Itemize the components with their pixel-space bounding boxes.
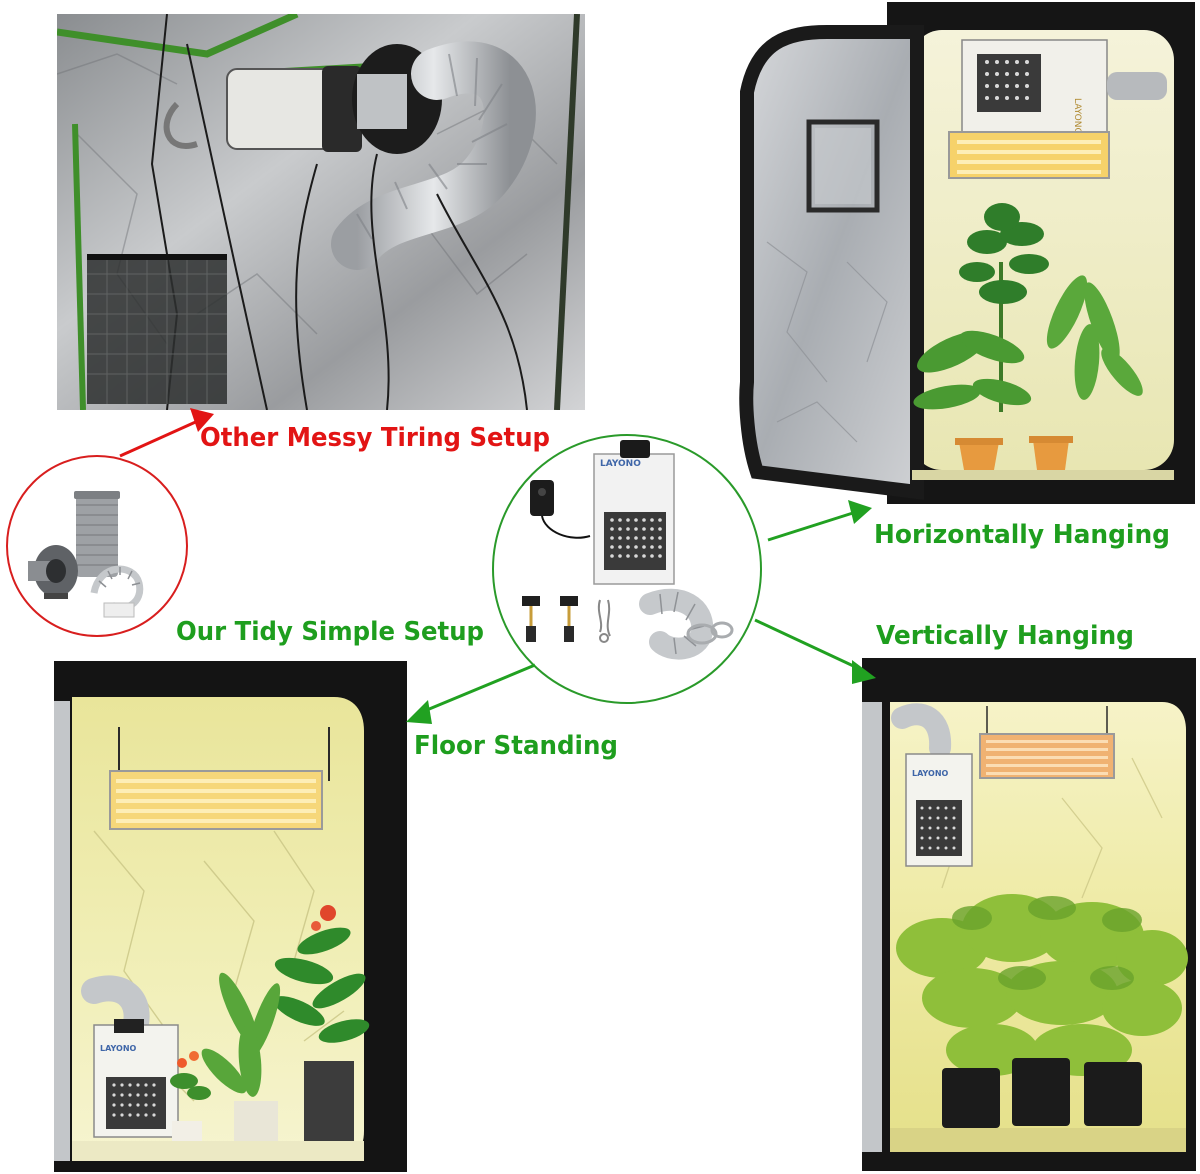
caption-vertically-hanging: Vertically Hanging — [875, 620, 1136, 653]
svg-text:Other Messy Tiring Setup: Other Messy Tiring Setup — [200, 423, 550, 453]
arrow-green-floor — [406, 663, 536, 724]
caption-floor-standing: Floor Standing — [413, 730, 620, 763]
svg-text:Horizontally Hanging: Horizontally Hanging — [874, 520, 1170, 550]
caption-tidy-setup: Our Tidy Simple Setup — [175, 616, 486, 649]
brand-mark: LAYONO — [1072, 98, 1082, 135]
floor-tent-photo: LAYONO — [54, 661, 407, 1172]
svg-text:LAYONO: LAYONO — [600, 459, 641, 469]
horizontal-tent-photo: LAYONO — [737, 2, 1195, 504]
svg-text:LAYONO: LAYONO — [100, 1044, 137, 1053]
messy-setup-photo — [57, 14, 585, 410]
competitor-kit-image — [4, 453, 190, 639]
caption-messy-setup: Other Messy Tiring Setup — [199, 422, 552, 455]
arrow-green-vertical — [754, 618, 876, 684]
svg-text:Our Tidy Simple Setup: Our Tidy Simple Setup — [176, 617, 484, 647]
caption-horizontally-hanging: Horizontally Hanging — [873, 519, 1172, 552]
product-kit-image: LAYONO — [490, 432, 764, 706]
arrow-green-horizontal — [767, 500, 872, 542]
svg-text:Vertically Hanging: Vertically Hanging — [876, 621, 1134, 651]
svg-text:Floor Standing: Floor Standing — [414, 731, 618, 761]
arrow-red-to-messy — [119, 408, 214, 458]
svg-text:LAYONO: LAYONO — [912, 769, 949, 778]
vertical-tent-photo: LAYONO — [862, 658, 1196, 1171]
